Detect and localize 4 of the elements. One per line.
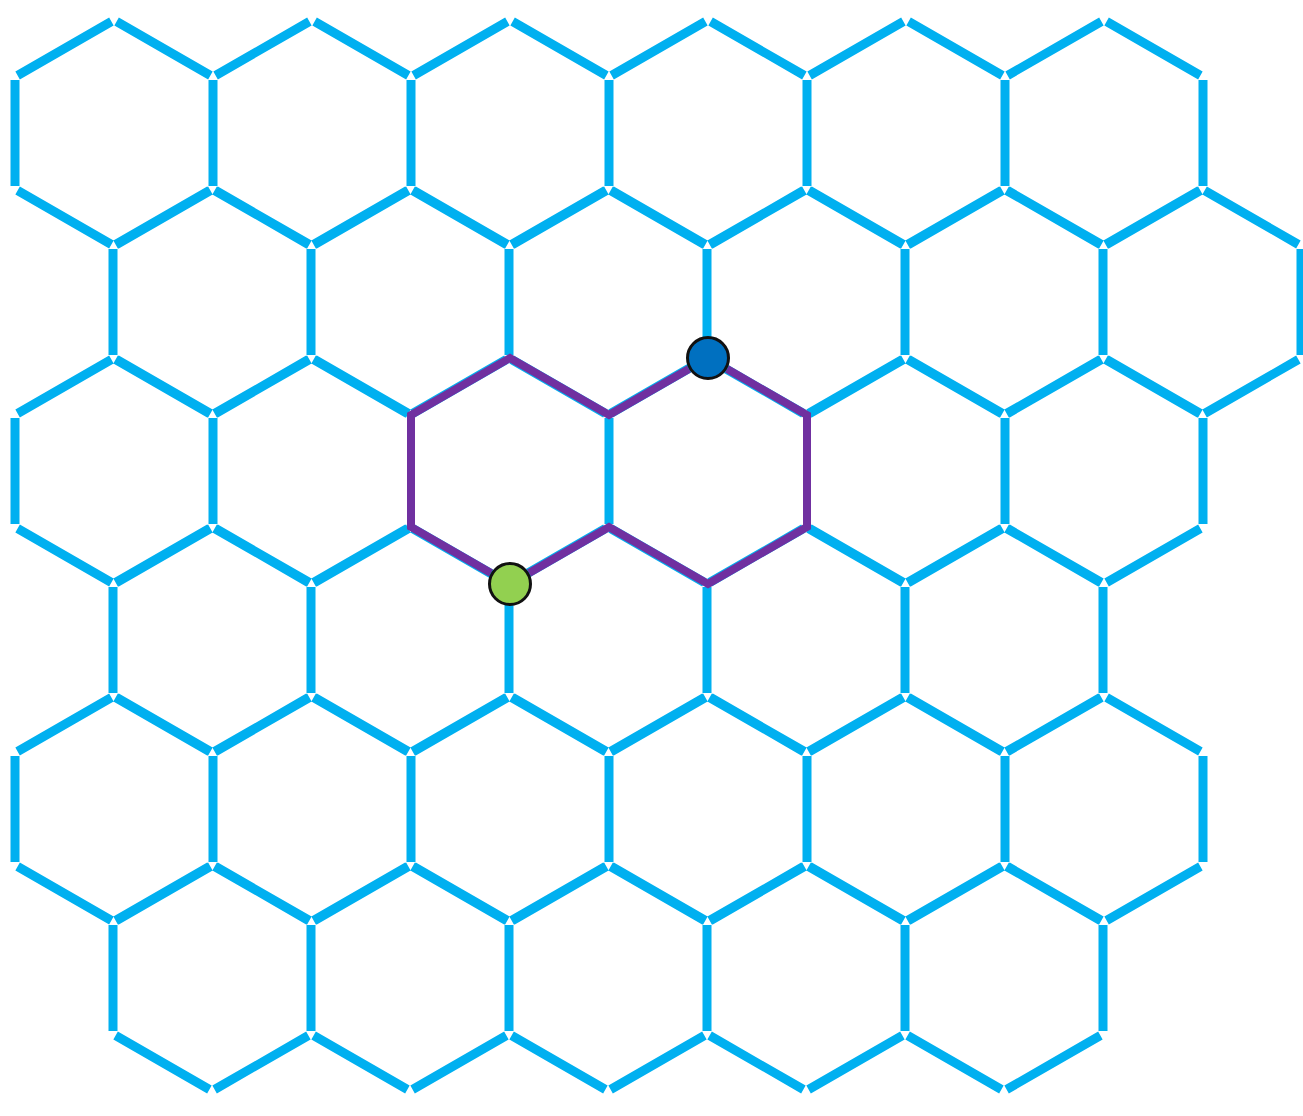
dot-marker: [686, 336, 730, 380]
path-line: [407, 353, 691, 577]
dot-marker: [488, 562, 532, 606]
path-line: [527, 365, 811, 589]
